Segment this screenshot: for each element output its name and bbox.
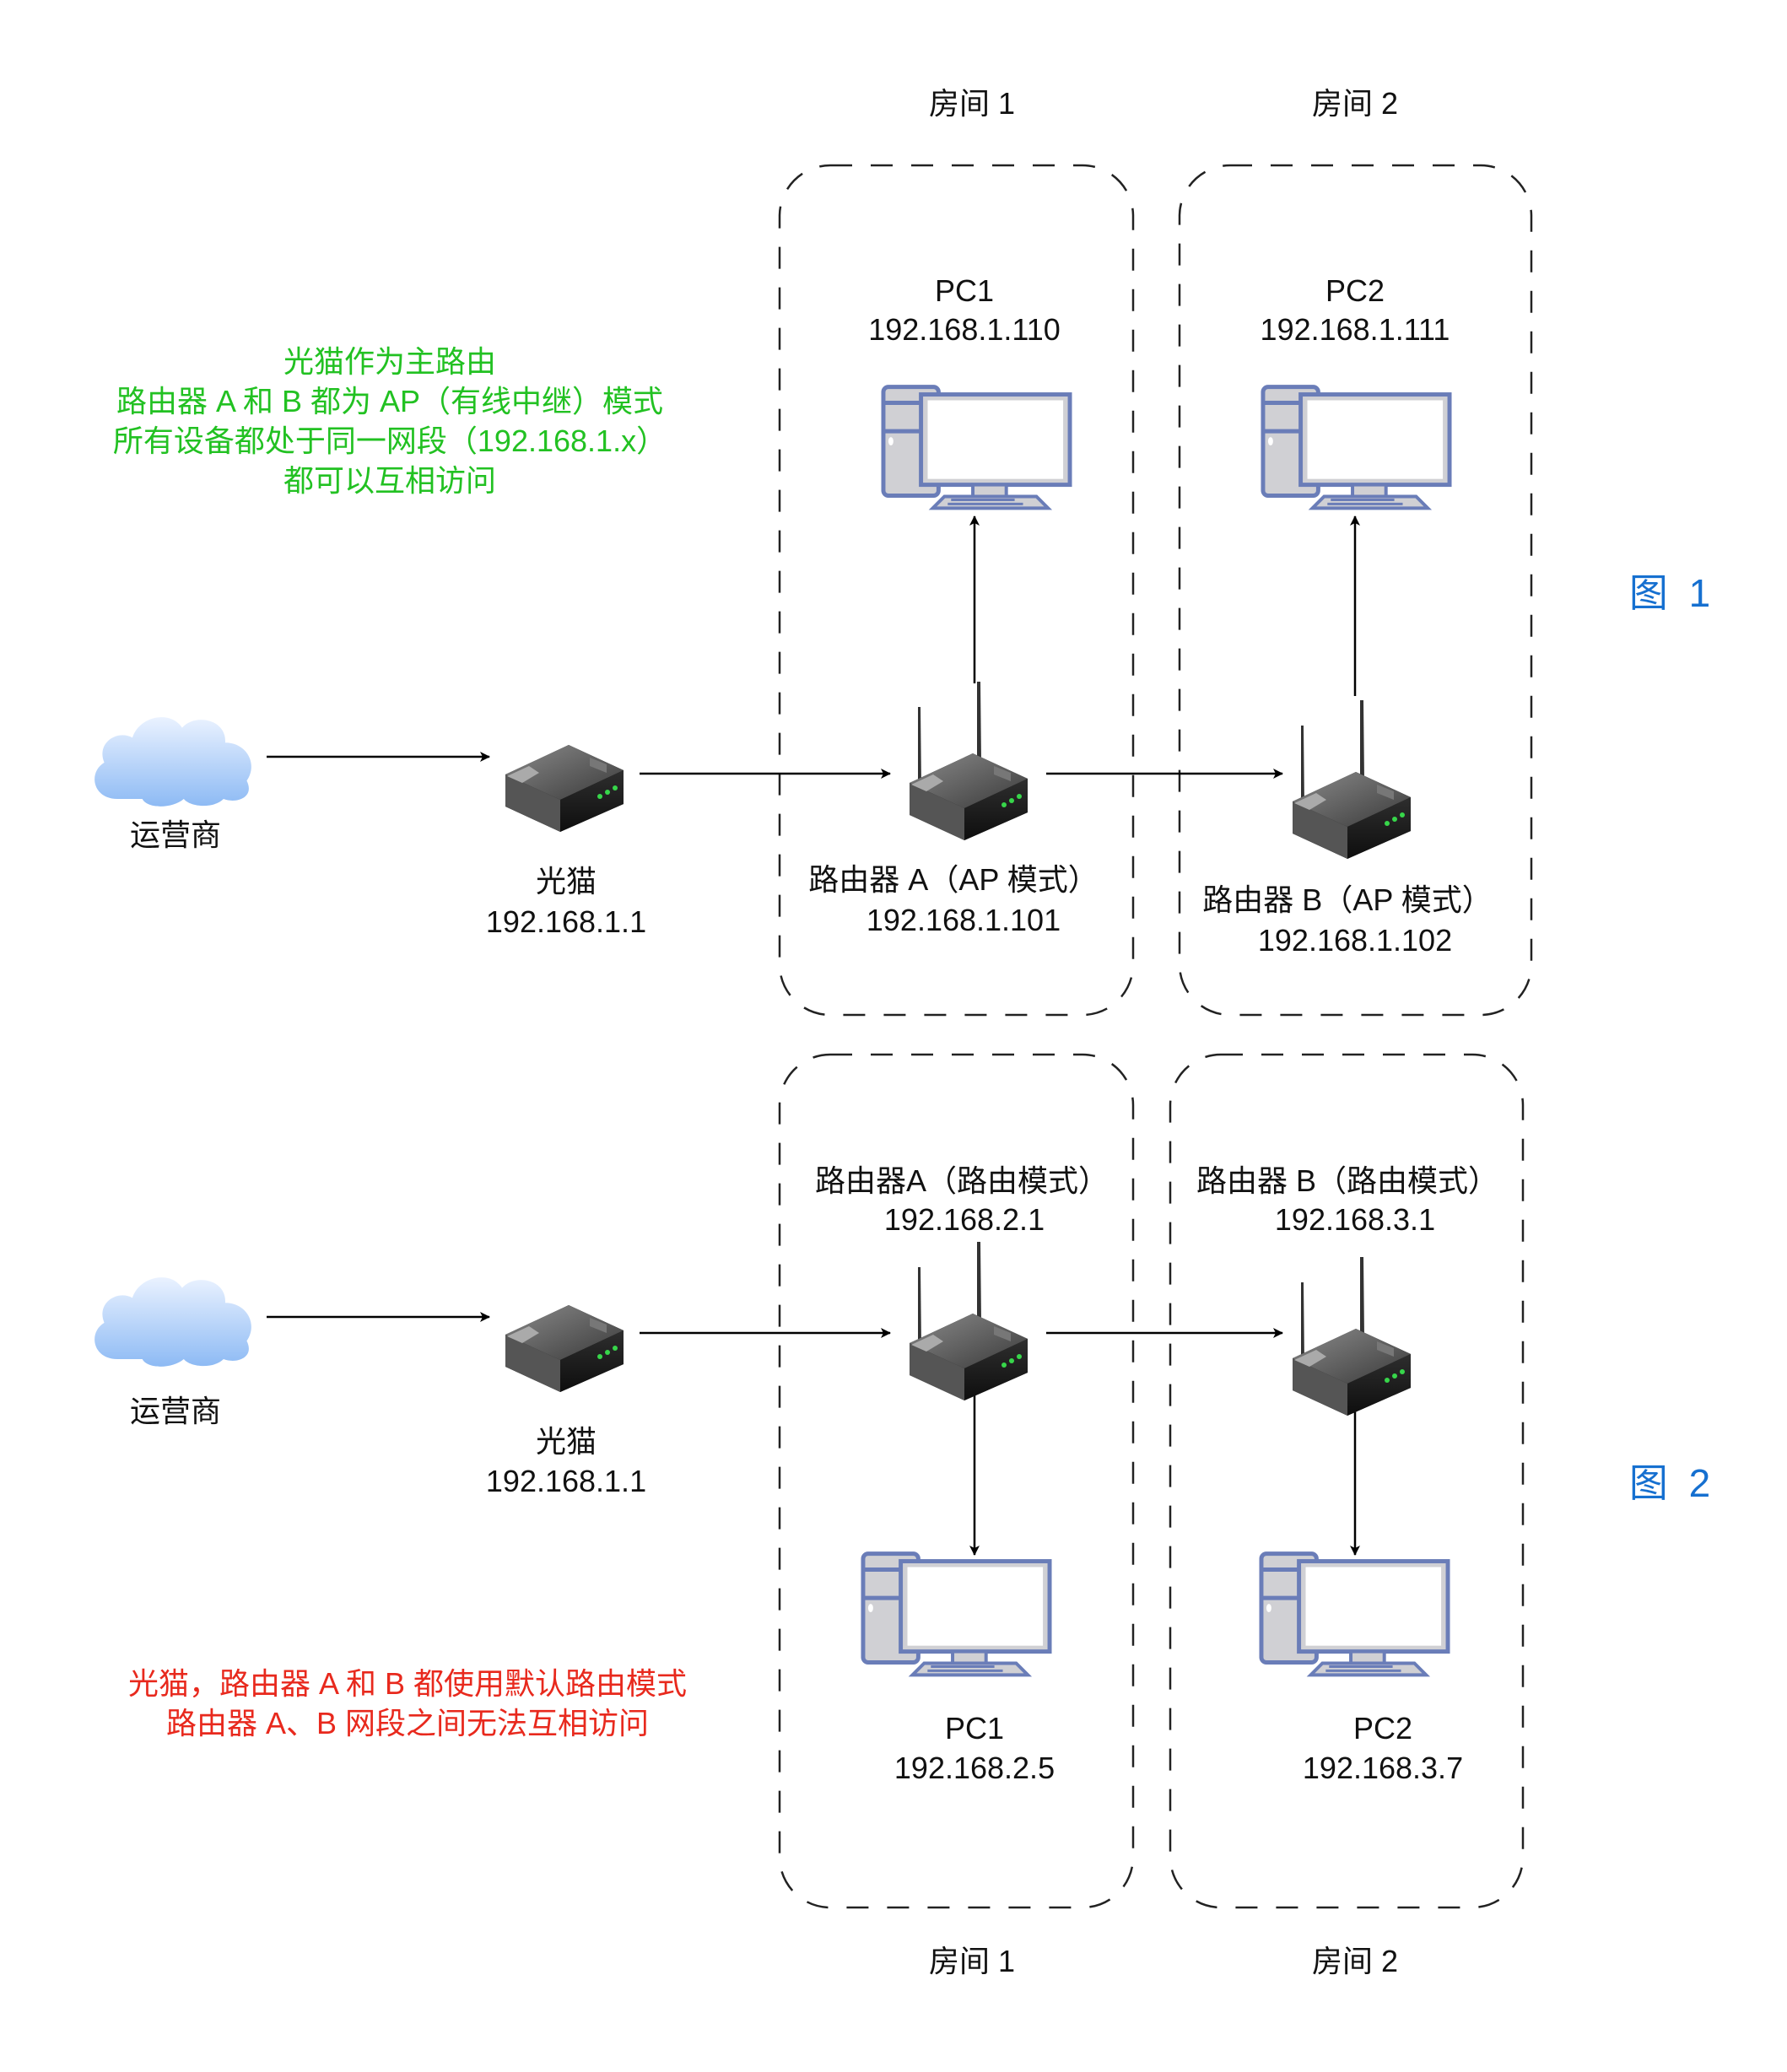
fig1-note-line: 都可以互相访问 <box>283 463 497 498</box>
fig1-modem-name: 光猫 <box>535 864 597 898</box>
fig1-room2-box <box>1178 164 1533 1017</box>
fig2-room1-label: 房间 1 <box>928 1944 1016 1978</box>
wireless-router-icon <box>893 682 1045 842</box>
fig1-routerB-name: 路由器 B（AP 模式） <box>1202 882 1493 917</box>
fig2-routerB-ip: 192.168.3.1 <box>1274 1202 1436 1237</box>
fig1-note-line: 所有设备都处于同一网段（192.168.1.x） <box>112 424 667 458</box>
fig2-modem-name: 光猫 <box>535 1424 597 1459</box>
fig2-isp-label: 运营商 <box>129 1394 222 1428</box>
fig2-room2-box <box>1169 1053 1525 1909</box>
fig1-routerA-name: 路由器 A（AP 模式） <box>808 862 1099 897</box>
fig1-modem-ip: 192.168.1.1 <box>485 904 647 939</box>
router-icon <box>488 1284 641 1394</box>
fig1-pc1-name: PC1 <box>934 273 995 308</box>
fig2-routerA-name: 路由器A（路由模式） <box>814 1163 1109 1198</box>
fig1-pc2-ip: 192.168.1.111 <box>1260 312 1450 347</box>
fig2-pc2-name: PC2 <box>1352 1711 1413 1746</box>
cloud-icon <box>84 1260 267 1370</box>
cloud-icon <box>84 700 267 810</box>
fig1-pc2-name: PC2 <box>1325 273 1385 308</box>
fig2-note: 光猫，路由器 A 和 B 都使用默认路由模式 路由器 A、B 网段之间无法互相访… <box>128 1664 687 1743</box>
fig2-caption: 图 2 <box>1628 1461 1716 1505</box>
fig2-note-line: 路由器 A、B 网段之间无法互相访问 <box>165 1706 650 1740</box>
fig2-routerA-ip: 192.168.2.1 <box>883 1202 1045 1237</box>
fig1-note: 光猫作为主路由 路由器 A 和 B 都为 AP（有线中继）模式 所有设备都处于同… <box>113 342 667 500</box>
fig2-pc2-ip: 192.168.3.7 <box>1302 1751 1464 1785</box>
desktop-pc-icon <box>1259 1551 1451 1677</box>
wireless-router-icon <box>1276 700 1428 861</box>
router-icon <box>488 724 641 834</box>
fig1-note-line: 光猫作为主路由 <box>283 344 497 379</box>
fig1-note-line: 路由器 A 和 B 都为 AP（有线中继）模式 <box>116 384 664 418</box>
fig2-routerB-name: 路由器 B（路由模式） <box>1196 1163 1499 1198</box>
fig1-room1-box <box>778 164 1135 1017</box>
fig2-room2-label: 房间 2 <box>1311 1944 1399 1978</box>
fig1-routerA-ip: 192.168.1.101 <box>866 903 1061 937</box>
wireless-router-icon <box>1276 1257 1428 1417</box>
fig1-routerB-ip: 192.168.1.102 <box>1257 923 1453 958</box>
fig1-room1-label: 房间 1 <box>928 86 1016 121</box>
fig2-pc1-ip: 192.168.2.5 <box>894 1751 1055 1785</box>
fig2-pc1-name: PC1 <box>944 1711 1005 1746</box>
fig2-note-line: 光猫，路由器 A 和 B 都使用默认路由模式 <box>127 1666 688 1701</box>
fig2-modem-ip: 192.168.1.1 <box>485 1464 647 1498</box>
fig1-room2-label: 房间 2 <box>1311 86 1399 121</box>
wireless-router-icon <box>893 1242 1045 1402</box>
fig1-caption: 图 1 <box>1628 571 1716 615</box>
fig1-pc1-ip: 192.168.1.110 <box>868 312 1061 347</box>
desktop-pc-icon <box>881 384 1073 510</box>
fig2-room1-box <box>778 1053 1135 1909</box>
desktop-pc-icon <box>1261 384 1453 510</box>
fig1-isp-label: 运营商 <box>129 817 222 852</box>
desktop-pc-icon <box>861 1551 1053 1677</box>
